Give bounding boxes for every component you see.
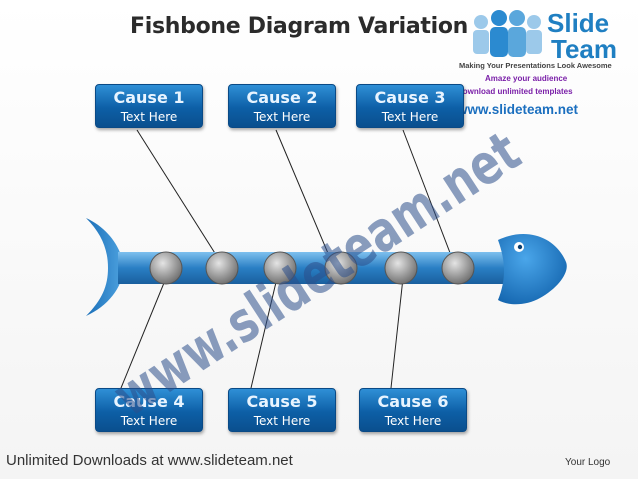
- connector-cause-5: [250, 277, 278, 389]
- cause-text: Text Here: [120, 110, 178, 124]
- cause-label: Cause 1: [113, 88, 185, 107]
- cause-text: Text Here: [253, 414, 311, 428]
- cause-text: Text Here: [253, 110, 311, 124]
- people-logo-icon: [473, 10, 542, 57]
- cause-label: Cause 2: [246, 88, 318, 107]
- cause-label: Cause 3: [374, 88, 446, 107]
- logo-promo-1: Amaze your audience: [485, 74, 568, 83]
- cause-box-5[interactable]: Cause 5 Text Here: [228, 388, 336, 432]
- cause-box-4[interactable]: Cause 4 Text Here: [95, 388, 203, 432]
- connector-cause-2: [275, 129, 331, 259]
- spine-nodes: [149, 251, 475, 285]
- spine-node: [384, 251, 418, 285]
- cause-label: Cause 6: [377, 392, 449, 411]
- connector-cause-4: [120, 277, 167, 389]
- cause-text: Text Here: [120, 414, 178, 428]
- connector-cause-3: [402, 129, 453, 259]
- spine-node: [205, 251, 239, 285]
- page-title: Fishbone Diagram Variation: [130, 14, 469, 39]
- spine-node: [149, 251, 183, 285]
- your-logo-placeholder: Your Logo: [565, 457, 611, 468]
- cause-label: Cause 5: [246, 392, 318, 411]
- fish-head: [498, 234, 567, 305]
- logo-brand-slide: Slide: [547, 8, 610, 38]
- cause-box-6[interactable]: Cause 6 Text Here: [359, 388, 467, 432]
- cause-box-1[interactable]: Cause 1 Text Here: [95, 84, 203, 128]
- fish-tail: [86, 218, 124, 316]
- spine-node: [324, 251, 358, 285]
- spine-node: [263, 251, 297, 285]
- connector-cause-6: [390, 277, 404, 389]
- cause-box-2[interactable]: Cause 2 Text Here: [228, 84, 336, 128]
- logo-brand-team: Team: [551, 34, 617, 64]
- cause-text: Text Here: [381, 110, 439, 124]
- logo-url: www.slideteam.net: [457, 102, 579, 117]
- cause-text: Text Here: [384, 414, 442, 428]
- spine-node: [441, 251, 475, 285]
- connector-lines: [120, 129, 453, 389]
- logo-tagline: Making Your Presentations Look Awesome: [459, 61, 612, 70]
- connector-cause-1: [136, 129, 219, 259]
- fish-pupil: [517, 244, 523, 250]
- slideteam-logo: Slide Team Making Your Presentations Loo…: [455, 4, 638, 120]
- footer-text: Unlimited Downloads at www.slideteam.net: [6, 452, 293, 469]
- cause-label: Cause 4: [113, 392, 185, 411]
- logo-promo-2: Download unlimited templates: [457, 87, 573, 96]
- cause-box-3[interactable]: Cause 3 Text Here: [356, 84, 464, 128]
